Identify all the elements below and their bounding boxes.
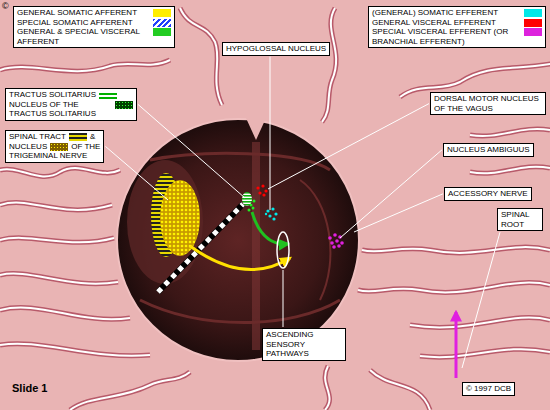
label-row: Slide 1 bbox=[12, 382, 47, 395]
label-box: SPINAL TRACT & NUCLEUS OF THETRIGEMINAL NER… bbox=[5, 130, 104, 163]
label-row: SPINAL TRACT & bbox=[9, 132, 100, 142]
leader-line bbox=[354, 194, 443, 232]
special-somatic-afferent-line bbox=[158, 204, 243, 292]
leader-line bbox=[283, 270, 284, 327]
label-box: HYPOGLOSSAL NUCLEUS bbox=[222, 42, 330, 56]
pattern-swatch bbox=[69, 133, 87, 141]
solitary-nucleus bbox=[242, 192, 256, 212]
pattern-swatch bbox=[115, 101, 133, 109]
cerebellum-folia bbox=[0, 8, 550, 410]
annotation-label: NUCLEUS bbox=[9, 142, 47, 152]
label-box: © 1997 DCB bbox=[462, 382, 515, 396]
legend-row: (GENERAL) SOMATIC EFFERENT bbox=[372, 8, 542, 18]
label-row: TRIGEMINAL NERVE bbox=[9, 151, 100, 161]
pathway-outline bbox=[277, 232, 289, 268]
label-row: ACCESSORY NERVE bbox=[448, 189, 528, 199]
label-box: ASCENDING SENSORY PATHWAYS bbox=[262, 328, 346, 361]
annotation-label: HYPOGLOSSAL NUCLEUS bbox=[226, 44, 326, 54]
pattern-swatch bbox=[99, 91, 117, 99]
annotation-label: © bbox=[2, 1, 9, 12]
label-box: © bbox=[2, 1, 9, 12]
label-row: ASCENDING SENSORY PATHWAYS bbox=[266, 330, 342, 359]
label-row: DORSAL MOTOR NUCLEUS OF THE VAGUS bbox=[434, 94, 542, 113]
annotation-label: SPINAL ROOT bbox=[501, 210, 539, 229]
label-box: SPINAL ROOT bbox=[497, 208, 543, 231]
label-box: DORSAL MOTOR NUCLEUS OF THE VAGUS bbox=[430, 92, 546, 115]
label-box: ACCESSORY NERVE bbox=[444, 187, 532, 201]
label-box: Slide 1 bbox=[12, 382, 47, 395]
legend-row: GENERAL VISCERAL EFFERENT bbox=[372, 18, 542, 28]
pattern-swatch bbox=[153, 19, 171, 27]
spinal-trigeminal-nucleus bbox=[160, 180, 200, 256]
sensory-arrow bbox=[190, 246, 290, 270]
annotation-label: TRACTUS SOLITARIUS bbox=[9, 90, 96, 100]
color-swatch bbox=[524, 28, 542, 36]
annotation-label: ACCESSORY NERVE bbox=[448, 189, 528, 199]
annotation-label: NUCLEUS OF THE TRACTUS SOLITARIUS bbox=[9, 100, 112, 119]
legend-box: (GENERAL) SOMATIC EFFERENTGENERAL VISCER… bbox=[368, 6, 546, 48]
legend-text: GENERAL SOMATIC AFFERENT bbox=[17, 8, 137, 18]
color-swatch bbox=[524, 19, 542, 27]
pattern-swatch bbox=[50, 143, 68, 151]
legend-row: GENERAL & SPECIAL VISCERAL AFFERENT bbox=[17, 27, 171, 46]
label-row: HYPOGLOSSAL NUCLEUS bbox=[226, 44, 326, 54]
label-row: © 1997 DCB bbox=[466, 384, 511, 394]
label-row: NUCLEUS AMBIGUUS bbox=[447, 145, 530, 155]
annotation-label: ASCENDING SENSORY PATHWAYS bbox=[266, 330, 342, 359]
leader-line bbox=[138, 104, 245, 198]
annotation-label: Slide 1 bbox=[12, 382, 47, 395]
annotation-label: TRIGEMINAL NERVE bbox=[9, 151, 87, 161]
leader-line bbox=[462, 232, 500, 368]
annotation-label: © 1997 DCB bbox=[466, 384, 511, 394]
leader-line bbox=[268, 104, 429, 189]
color-swatch bbox=[153, 28, 171, 36]
legend-row: GENERAL SOMATIC AFFERENT bbox=[17, 8, 171, 18]
label-row: NUCLEUS OF THE TRACTUS SOLITARIUS bbox=[9, 100, 133, 119]
label-row: © bbox=[2, 1, 9, 12]
label-box: NUCLEUS AMBIGUUS bbox=[443, 143, 534, 157]
annotation-label: DORSAL MOTOR NUCLEUS OF THE VAGUS bbox=[434, 94, 542, 113]
label-row: SPINAL ROOT bbox=[501, 210, 539, 229]
color-swatch bbox=[524, 9, 542, 17]
legend-row: SPECIAL VISCERAL EFFERENT (OR BRANCHIAL … bbox=[372, 27, 542, 46]
dorsal-motor-nucleus bbox=[256, 184, 267, 196]
legend-box: GENERAL SOMATIC AFFERENTSPECIAL SOMATIC … bbox=[13, 6, 175, 48]
legend-text: GENERAL VISCERAL EFFERENT bbox=[372, 18, 496, 28]
label-box: TRACTUS SOLITARIUSNUCLEUS OF THE TRACTUS… bbox=[5, 88, 137, 121]
hypoglossal-nucleus bbox=[265, 207, 278, 220]
cerebellum-folia bbox=[0, 8, 550, 410]
annotation-label: OF THE bbox=[71, 142, 100, 152]
legend-text: SPECIAL SOMATIC AFFERENT bbox=[17, 18, 133, 28]
sensory-arrow bbox=[252, 212, 288, 244]
leader-line bbox=[105, 146, 168, 200]
nucleus-ambiguus bbox=[328, 233, 344, 249]
medulla-section bbox=[117, 118, 359, 361]
legend-row: SPECIAL SOMATIC AFFERENT bbox=[17, 18, 171, 28]
spinal-root-arrow bbox=[455, 312, 458, 378]
annotation-label: & bbox=[90, 132, 95, 142]
annotation-label: NUCLEUS AMBIGUUS bbox=[447, 145, 530, 155]
leader-line bbox=[340, 150, 442, 238]
label-row: TRACTUS SOLITARIUS bbox=[9, 90, 133, 100]
legend-text: (GENERAL) SOMATIC EFFERENT bbox=[372, 8, 498, 18]
annotation-label: SPINAL TRACT bbox=[9, 132, 66, 142]
legend-text: GENERAL & SPECIAL VISCERAL AFFERENT bbox=[17, 27, 150, 46]
leader-line bbox=[270, 57, 271, 210]
label-row: NUCLEUS OF THE bbox=[9, 142, 100, 152]
legend-text: SPECIAL VISCERAL EFFERENT (OR BRANCHIAL … bbox=[372, 27, 521, 46]
color-swatch bbox=[153, 9, 171, 17]
